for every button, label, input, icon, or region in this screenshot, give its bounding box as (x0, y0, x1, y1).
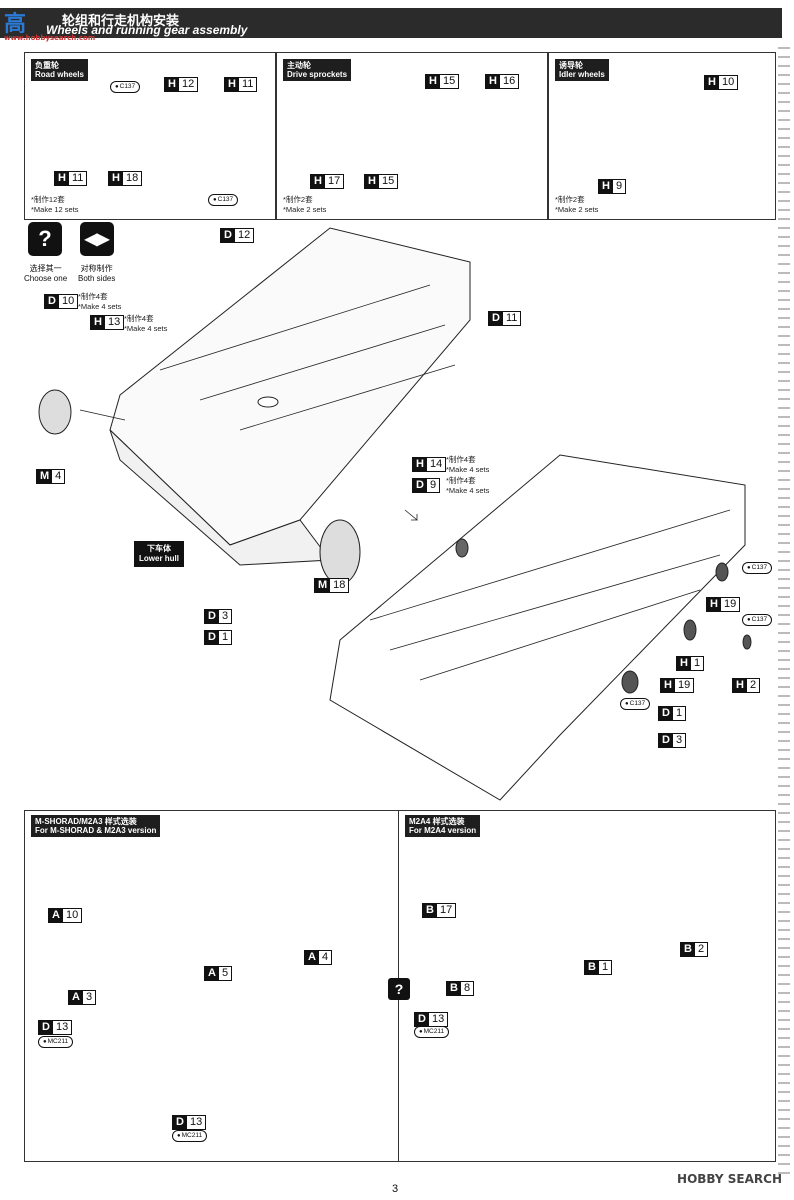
binding-edge (778, 40, 790, 1180)
code-c137-a: C137 (110, 81, 141, 93)
code-c137-e: C137 (620, 698, 651, 710)
header-title-cn: 轮组和行走机构安装 (62, 13, 180, 28)
header-title-en: Wheels and running gear assembly (46, 23, 248, 37)
code-mc211-b: MC211 (172, 1130, 208, 1142)
road-wheels-note: *制作12套*Make 12 sets (31, 195, 79, 214)
symmetric-arrows-icon: ◀▶ (80, 222, 114, 256)
question-icon: ? (388, 978, 410, 1000)
idler-wheels-note: *制作2套*Make 2 sets (555, 195, 599, 214)
code-c137-d: C137 (742, 614, 773, 626)
page-number: 3 (392, 1183, 399, 1195)
d10-note: *制作4套*Make 4 sets (78, 292, 122, 311)
code-c137-c: C137 (742, 562, 773, 574)
drive-sprockets-note: *制作2套*Make 2 sets (283, 195, 327, 214)
watermark: HOBBY SEARCH (677, 1172, 782, 1186)
d9-note: *制作4套*Make 4 sets (446, 476, 490, 495)
section-header: 轮组和行走机构安装 Wheels and running gear assemb… (0, 8, 782, 38)
question-icon: ? (28, 222, 62, 256)
h14-note: *制作4套*Make 4 sets (446, 455, 490, 474)
code-c137-b: C137 (208, 194, 239, 206)
code-mc211-a: MC211 (38, 1036, 74, 1048)
h13-note: *制作4套*Make 4 sets (124, 314, 168, 333)
code-mc211-c: MC211 (414, 1026, 450, 1038)
